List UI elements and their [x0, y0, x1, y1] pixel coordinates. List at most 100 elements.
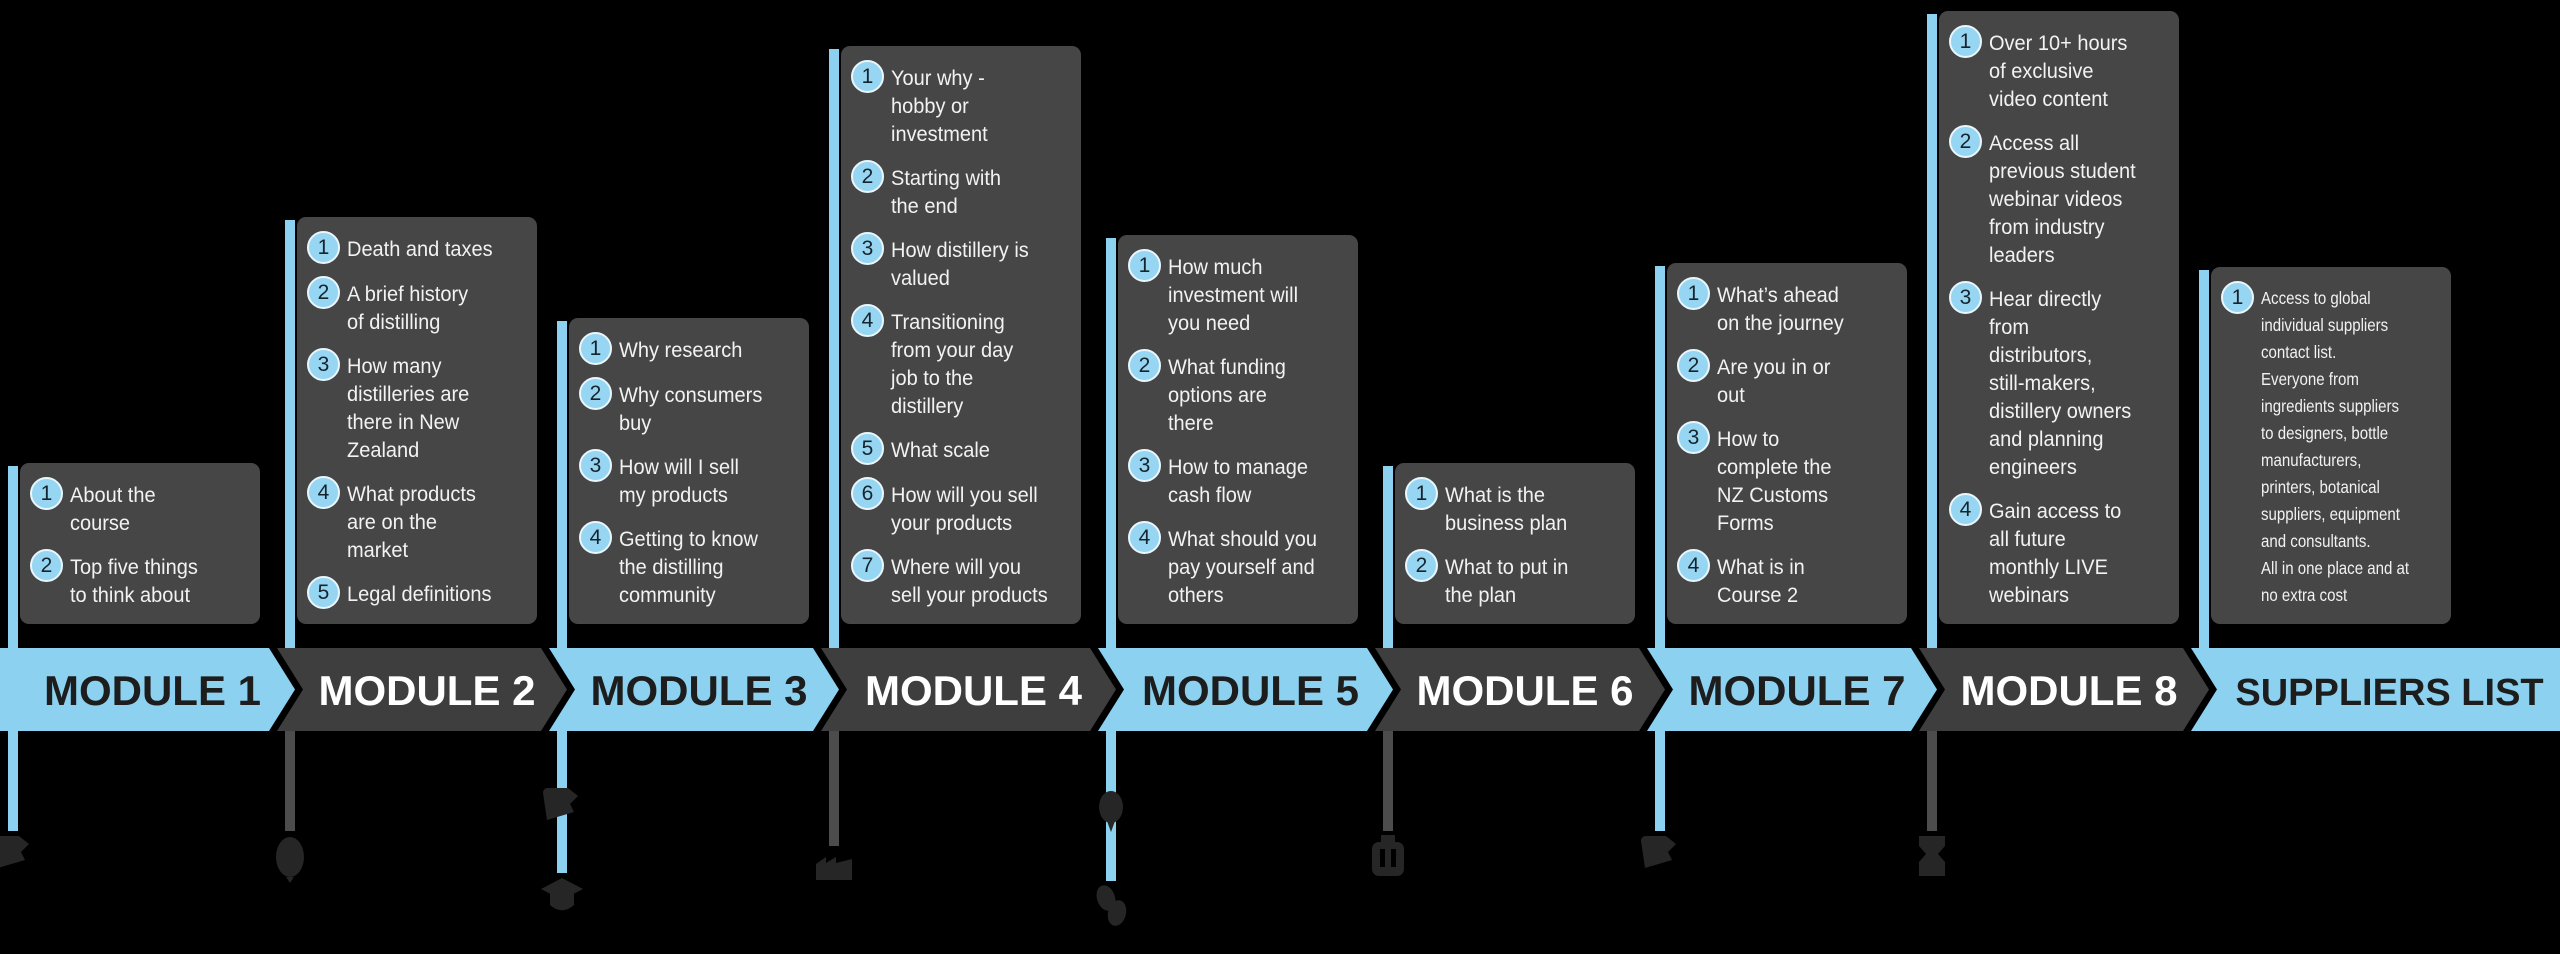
topic-item: 3 How to complete the NZ Customs Forms: [1677, 421, 1895, 537]
topic-number-badge: 3: [1677, 421, 1710, 454]
module-arrow-label: MODULE 5: [1142, 667, 1359, 714]
flag-icon: [1641, 836, 1676, 868]
topic-item: 4 What products are on the market: [307, 476, 525, 564]
topic-item: 2 A brief history of distilling: [307, 276, 525, 336]
module-stem-line: [8, 731, 18, 831]
flag-icon: [543, 788, 578, 820]
barrel-icon: [1919, 836, 1945, 876]
module-connector-stripe: [1655, 266, 1665, 648]
topic-item: 2 Access all previous student webinar vi…: [1949, 125, 2167, 269]
topic-number-badge: 3: [1949, 281, 1982, 314]
module-column: 1 How much investment will you need 2 Wh…: [1096, 0, 1375, 954]
module-topics-box: 1 Over 10+ hours of exclusive video cont…: [1927, 11, 2179, 648]
topic-item: 4 Gain access to all future monthly LIVE…: [1949, 493, 2167, 609]
topic-text: What products are on the market: [347, 482, 476, 562]
topic-text: What to put in the plan: [1445, 555, 1569, 607]
module-column: 1 Death and taxes 2 A brief history of d…: [276, 0, 549, 954]
topic-item: 2 Why consumers buy: [579, 377, 797, 437]
topic-item: 4 What is in Course 2: [1677, 549, 1895, 609]
topic-text: Are you in or out: [1717, 355, 1831, 407]
topic-number-badge: 1: [2221, 281, 2254, 314]
topic-number-badge: 1: [1405, 477, 1438, 510]
module-column: 1 Access to global individual suppliers …: [2191, 0, 2560, 954]
topic-text: A brief history of distilling: [347, 282, 469, 334]
module-connector-stripe: [2199, 270, 2209, 648]
topic-item: 5 Legal definitions: [307, 576, 525, 609]
topic-number-badge: 1: [1128, 249, 1161, 282]
topic-item: 3 How distillery is valued: [851, 232, 1069, 292]
topic-text: Where will you sell your products: [891, 555, 1048, 607]
module-column: 1 About the course 2 Top five things to …: [0, 0, 277, 954]
topic-list: 1 Your why - hobby or investment 2 Start…: [851, 60, 1069, 609]
topic-text: Starting with the end: [891, 166, 1002, 218]
topic-number-badge: 4: [307, 476, 340, 509]
topic-number-badge: 1: [307, 231, 340, 264]
topic-number-badge: 3: [579, 449, 612, 482]
module-arrow-shape: [2191, 648, 2560, 731]
topic-number-badge: 1: [1949, 25, 1982, 58]
module-connector-stripe: [285, 220, 295, 648]
topic-item: 1 Why research: [579, 332, 797, 365]
topic-text: Death and taxes: [347, 237, 493, 261]
module-arrow-label: MODULE 1: [44, 667, 261, 714]
topic-number-badge: 1: [579, 332, 612, 365]
module-connector-stripe: [1383, 466, 1393, 648]
topic-text: Access all previous student webinar vide…: [1989, 131, 2136, 267]
topic-list: 1 About the course 2 Top five things to …: [30, 477, 248, 609]
module-topics-box: 1 About the course 2 Top five things to …: [8, 463, 260, 648]
topic-text: Why research: [619, 338, 743, 362]
topic-item: 5 What scale: [851, 432, 1069, 465]
topic-item: 1 Over 10+ hours of exclusive video cont…: [1949, 25, 2167, 113]
topic-text: Your why - hobby or investment: [891, 66, 988, 146]
topic-list: 1 What’s ahead on the journey 2 Are you …: [1677, 277, 1895, 609]
module-stem-line: [1655, 731, 1665, 831]
topic-number-badge: 4: [1677, 549, 1710, 582]
topic-text: Access to global individual suppliers co…: [2261, 288, 2410, 605]
topic-item: 2 What funding options are there: [1128, 349, 1346, 437]
topic-item: 3 How to manage cash flow: [1128, 449, 1346, 509]
module-topics-box: 1 How much investment will you need 2 Wh…: [1106, 235, 1358, 648]
topic-item: 2 Top five things to think about: [30, 549, 248, 609]
topic-number-badge: 1: [851, 60, 884, 93]
topic-item: 4 Transitioning from your day job to the…: [851, 304, 1069, 420]
topic-number-badge: 2: [1405, 549, 1438, 582]
topic-item: 2 Starting with the end: [851, 160, 1069, 220]
topic-item: 3 How will I sell my products: [579, 449, 797, 509]
module-arrow-shape: [277, 648, 567, 731]
topic-text: What funding options are there: [1168, 355, 1286, 435]
topic-text: How much investment will you need: [1168, 255, 1299, 335]
topic-item: 4 What should you pay yourself and other…: [1128, 521, 1346, 609]
module-arrow-shape: [1375, 648, 1665, 731]
topic-text: How many distilleries are there in New Z…: [347, 354, 470, 462]
topic-number-badge: 3: [307, 348, 340, 381]
location-pin-icon: [1099, 791, 1123, 832]
module-column: 1 What’s ahead on the journey 2 Are you …: [1641, 0, 1919, 954]
module-connector-stripe: [1927, 14, 1937, 648]
topic-item: 4 Getting to know the distilling communi…: [579, 521, 797, 609]
topic-text: What should you pay yourself and others: [1168, 527, 1317, 607]
factory-icon: [816, 857, 852, 880]
module-column: 1 Your why - hobby or investment 2 Start…: [816, 0, 1098, 954]
topic-text: How will you sell your products: [891, 483, 1038, 535]
topic-text: How to manage cash flow: [1168, 455, 1309, 507]
topic-item: 1 What is the business plan: [1405, 477, 1623, 537]
topic-list: 1 Over 10+ hours of exclusive video cont…: [1949, 25, 2167, 609]
hops-icon: [1096, 885, 1127, 926]
topic-item: 6 How will you sell your products: [851, 477, 1069, 537]
topic-item: 1 How much investment will you need: [1128, 249, 1346, 337]
topic-number-badge: 2: [851, 160, 884, 193]
module-stem-line: [1383, 731, 1393, 831]
topic-item: 2 Are you in or out: [1677, 349, 1895, 409]
topic-list: 1 Access to global individual suppliers …: [2221, 281, 2439, 609]
topic-text: Transitioning from your day job to the d…: [891, 310, 1014, 418]
module-arrow-label: MODULE 3: [590, 667, 807, 714]
topic-text: What is in Course 2: [1717, 555, 1805, 607]
module-arrow-shape: [0, 648, 295, 731]
topic-text: What is the business plan: [1445, 483, 1568, 535]
topic-item: 3 How many distilleries are there in New…: [307, 348, 525, 464]
module-topics-box: 1 Why research 2 Why consumers buy 3 How…: [557, 318, 809, 648]
module-connector-stripe: [8, 466, 18, 648]
topic-item: 1 Death and taxes: [307, 231, 525, 264]
topic-number-badge: 6: [851, 477, 884, 510]
